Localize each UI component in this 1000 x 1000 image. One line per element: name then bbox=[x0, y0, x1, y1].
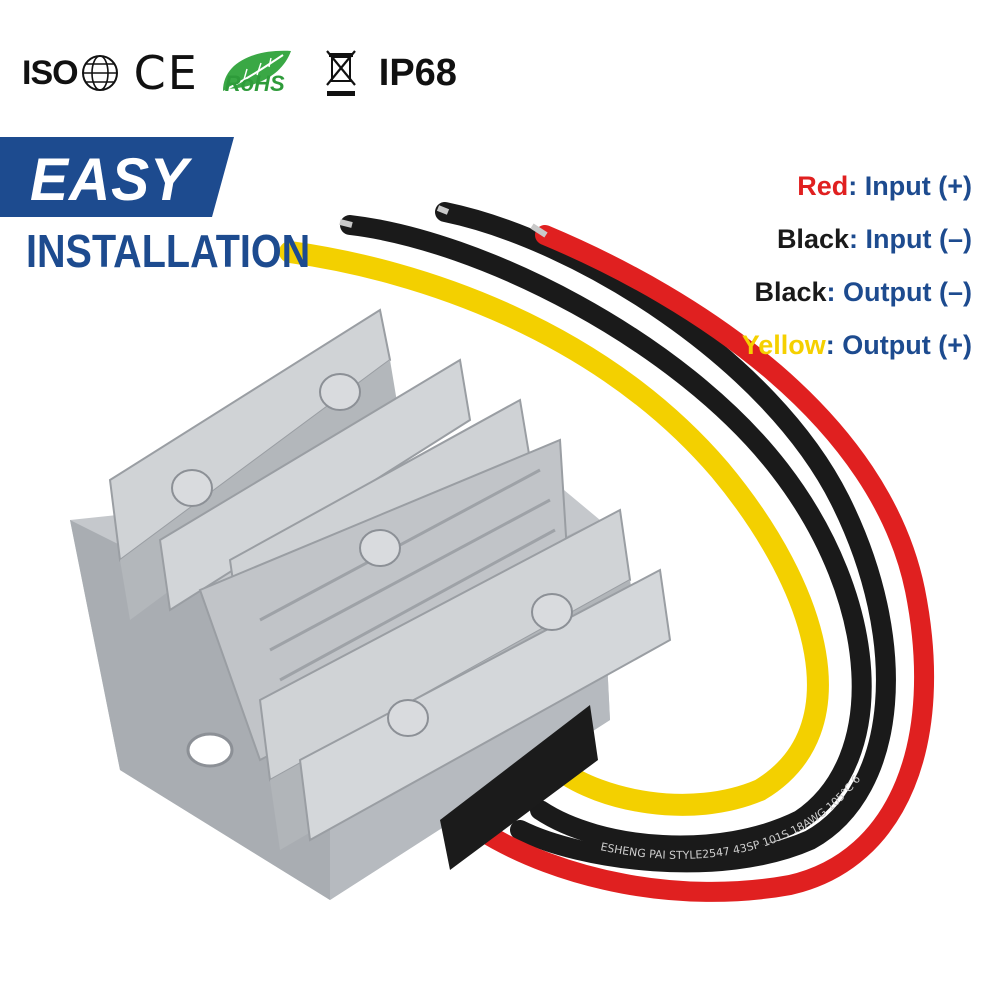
legend-color-name: Red bbox=[797, 171, 849, 201]
legend-separator: : bbox=[849, 224, 858, 254]
legend-color-name: Black bbox=[776, 224, 849, 254]
iso-logo: ISO bbox=[22, 53, 120, 93]
legend-function: Output (–) bbox=[843, 277, 972, 307]
wire-gland bbox=[440, 705, 598, 870]
weee-bin-icon bbox=[325, 50, 356, 96]
certification-logos: ISO CE RoHS IP68 bbox=[22, 38, 457, 108]
legend-separator: : bbox=[826, 277, 836, 307]
red-wire bbox=[470, 225, 935, 902]
banner-easy-text: EASY bbox=[30, 146, 190, 213]
mounting-hole bbox=[186, 732, 234, 768]
legend-function: Input (–) bbox=[865, 224, 972, 254]
legend-function: Output (+) bbox=[842, 330, 972, 360]
installation-text: INSTALLATION bbox=[26, 225, 311, 277]
ce-logo: CE bbox=[133, 46, 199, 100]
legend-row-black-input: Black: Input (–) bbox=[742, 221, 972, 274]
legend-color-name: Yellow bbox=[741, 330, 826, 360]
rohs-logo: RoHS bbox=[213, 43, 309, 103]
banner-tail bbox=[212, 137, 234, 217]
iso-text: ISO bbox=[22, 53, 79, 92]
wire-legend: Red: Input (+) Black: Input (–) Black: O… bbox=[742, 168, 972, 380]
cooling-fin bbox=[158, 358, 472, 612]
legend-separator: : bbox=[825, 330, 835, 360]
aluminum-housing bbox=[70, 308, 672, 900]
rohs-text: RoHS bbox=[224, 71, 285, 96]
legend-separator: : bbox=[848, 171, 858, 201]
screw-head bbox=[531, 593, 573, 631]
legend-row-black-output: Black: Output (–) bbox=[742, 274, 972, 327]
screw-head bbox=[359, 529, 401, 567]
leaf-icon bbox=[222, 50, 291, 91]
easy-banner: EASY bbox=[0, 137, 234, 217]
yellow-wire bbox=[279, 241, 829, 816]
ip68-rating: IP68 bbox=[378, 51, 457, 94]
globe-icon bbox=[81, 55, 118, 91]
legend-color-name: Black bbox=[754, 277, 827, 307]
black-wire-input bbox=[340, 215, 872, 856]
screw-head bbox=[171, 469, 213, 507]
legend-row-yellow: Yellow: Output (+) bbox=[742, 327, 972, 380]
wire-tip bbox=[339, 219, 353, 228]
wires bbox=[279, 202, 935, 902]
wire-tip bbox=[530, 223, 548, 238]
legend-function: Input (+) bbox=[864, 171, 972, 201]
legend-row-red: Red: Input (+) bbox=[742, 168, 972, 221]
screw-head bbox=[387, 699, 429, 737]
cooling-fin bbox=[298, 568, 672, 842]
screw-head bbox=[319, 373, 361, 411]
black-wire-output bbox=[435, 202, 896, 873]
wire-tip bbox=[436, 205, 450, 215]
